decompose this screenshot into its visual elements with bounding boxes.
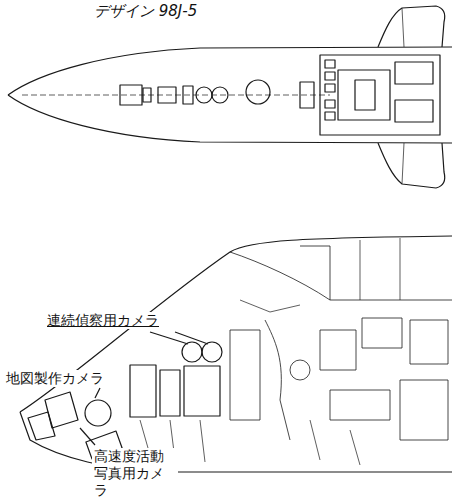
camera-label: 地図製作カメラ [4, 370, 106, 387]
camera-label: 連続偵察用カメラ [45, 312, 161, 329]
camera-label: 高速度活動 写真用カメラ [92, 448, 178, 498]
drawing-title: デザイン 98J-5 [92, 2, 199, 20]
